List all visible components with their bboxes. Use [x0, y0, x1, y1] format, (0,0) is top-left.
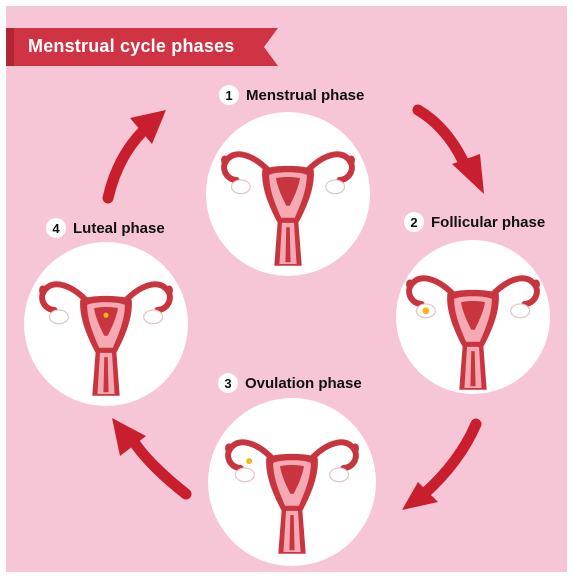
phase-2-illustration: [396, 240, 550, 394]
arrow-left-up-icon: [106, 414, 196, 504]
phase-2-name: Follicular phase: [431, 214, 545, 231]
title-banner: Menstrual cycle phases: [6, 28, 278, 66]
uterus-ovulation-icon: [222, 408, 362, 558]
phase-3-label: 3 Ovulation phase: [218, 373, 362, 393]
phase-4-illustration: [24, 242, 188, 406]
phase-1-illustration: [206, 112, 370, 276]
phase-4-number: 4: [46, 218, 66, 238]
phase-1-label: 1 Menstrual phase: [219, 85, 364, 105]
phase-3-number: 3: [218, 373, 238, 393]
phase-1-number: 1: [219, 85, 239, 105]
page-title: Menstrual cycle phases: [28, 36, 235, 57]
phase-2-number: 2: [404, 212, 424, 232]
arrow-down-left-icon: [398, 418, 488, 518]
uterus-menstrual-icon: [218, 120, 358, 270]
phase-1-name: Menstrual phase: [246, 87, 364, 104]
phase-4-label: 4 Luteal phase: [46, 218, 165, 238]
uterus-luteal-icon: [36, 250, 176, 400]
arrow-right-down-icon: [412, 104, 492, 204]
uterus-follicular-icon: [403, 244, 543, 394]
phase-4-name: Luteal phase: [73, 220, 165, 237]
phase-2-label: 2 Follicular phase: [404, 212, 545, 232]
arrow-up-right-icon: [96, 106, 176, 206]
phase-3-illustration: [208, 398, 376, 566]
phase-3-name: Ovulation phase: [245, 375, 362, 392]
